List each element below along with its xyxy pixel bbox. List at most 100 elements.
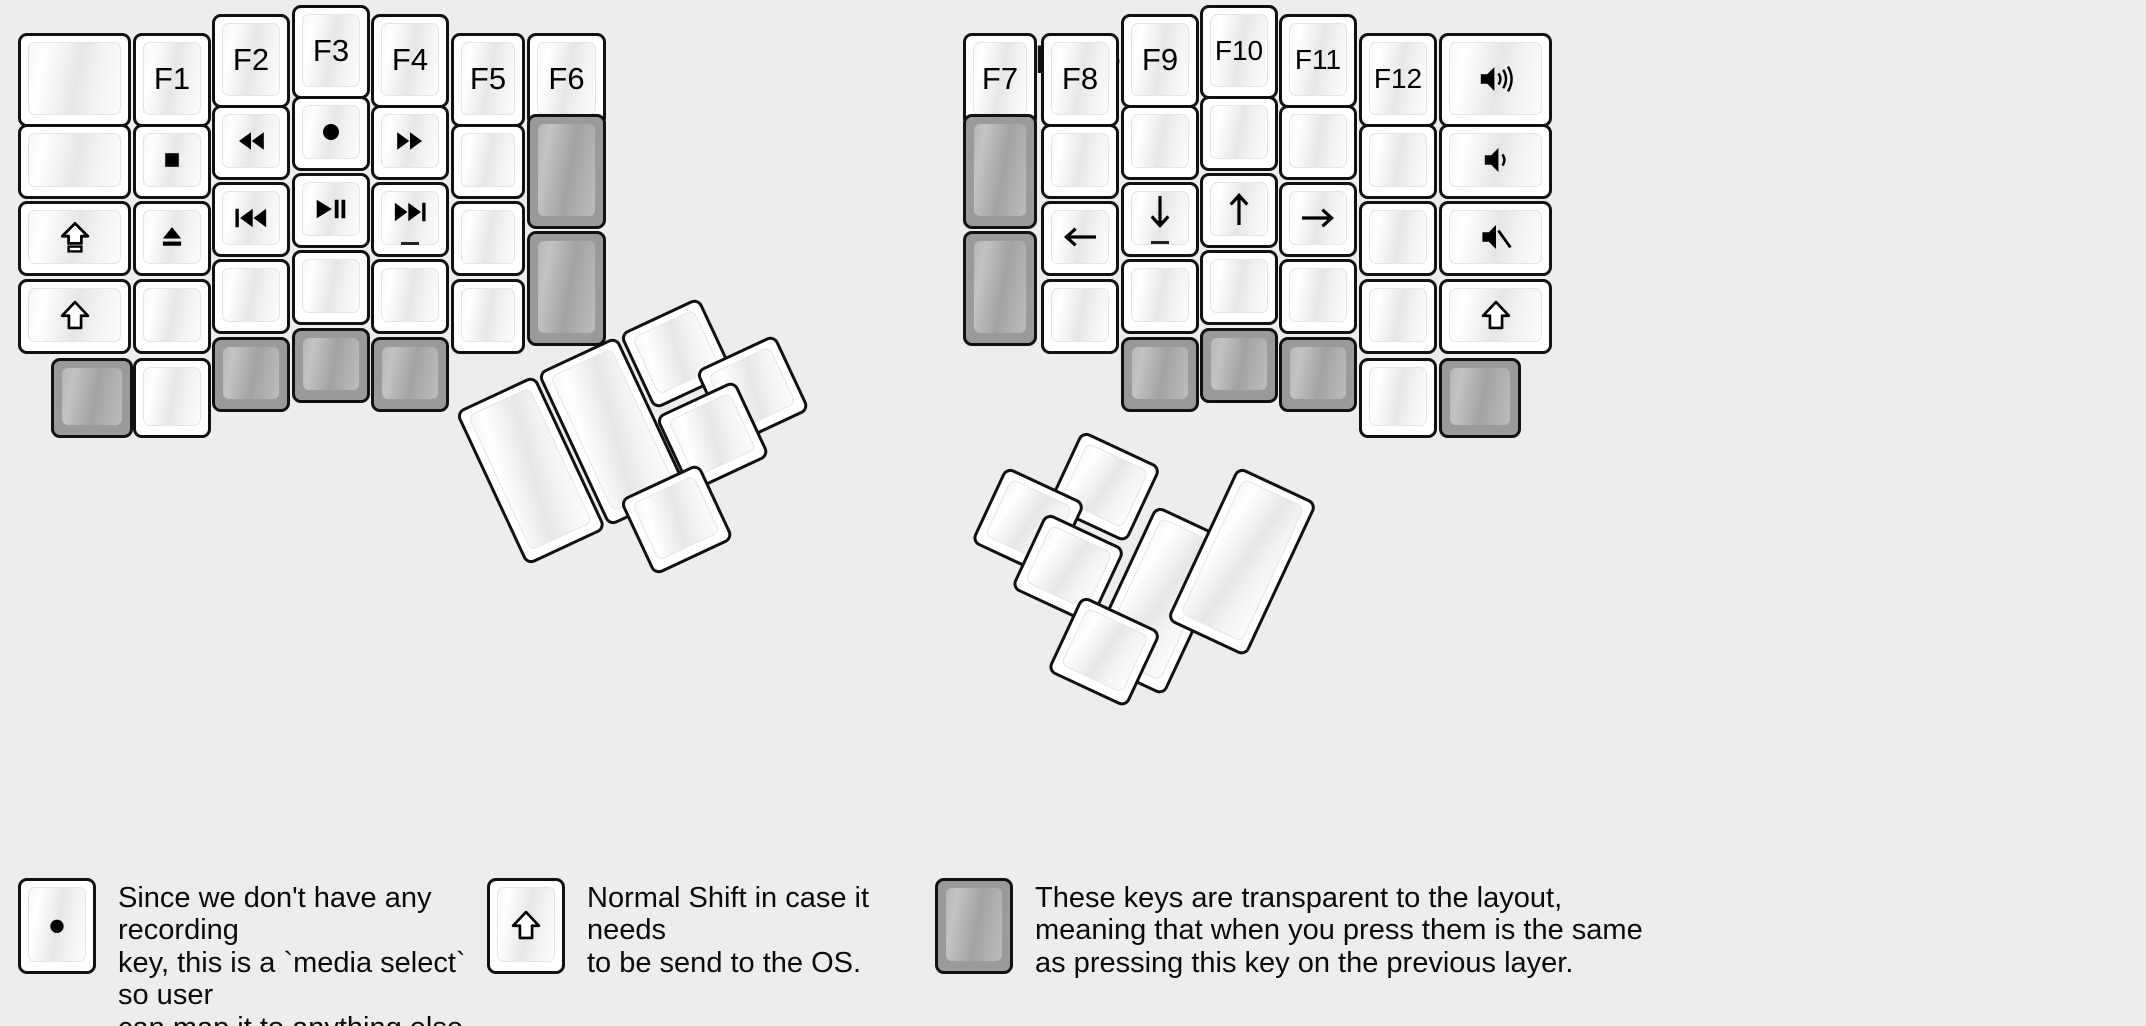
key-left-c3-r4-blank[interactable] [212,259,290,334]
key-left-c2-r2-stop[interactable] [133,124,211,199]
keycap-surface [1131,346,1189,400]
f2-key: F2 [232,42,270,77]
key-left-c6-r1-f5[interactable]: F5 [451,33,525,127]
key-right-c2-r1-f8[interactable]: F8 [1041,33,1119,127]
key-left-c2-r4-blank[interactable] [133,279,211,354]
f12-key: F12 [1373,62,1423,94]
key-right-c6-r4-blank[interactable] [1359,279,1437,354]
key-left-c7-r3-transparent[interactable] [527,231,606,346]
keycap-surface [667,392,757,479]
key-right-c4-r3-up[interactable] [1200,173,1278,248]
keycap-surface [1449,133,1542,187]
key-right-c5-r3-right[interactable] [1279,182,1357,257]
key-right-c4-r4-blank[interactable] [1200,250,1278,325]
f9-key: F9 [1141,42,1179,77]
key-right-c3-r2-blank[interactable] [1121,105,1199,180]
key-right-c7-r3-mute[interactable] [1439,201,1552,276]
key-right-c6-r5-blank[interactable] [1359,358,1437,438]
key-left-c6-r4-blank[interactable] [451,279,525,354]
key-right-c6-r3-blank[interactable] [1359,201,1437,276]
keycap-surface [1289,191,1347,245]
keycap-surface [1369,367,1427,426]
keycap-surface [497,887,555,962]
key-left-c1-r4-shift[interactable] [18,279,131,354]
key-left-c1-r2-blank[interactable] [18,124,131,199]
key-left-c6-r3-blank[interactable] [451,201,525,276]
keycap-surface [28,133,121,187]
key-right-c5-r5-transparent[interactable] [1279,337,1357,412]
key-right-c7-r2-volumedown[interactable] [1439,124,1552,199]
key-left-c4-r3-playpause[interactable] [292,173,370,248]
key-right-c4-r2-blank[interactable] [1200,96,1278,171]
legend-item-record-note: ●Since we don't have any recording key, … [18,878,478,1026]
keycap-surface [973,123,1027,217]
key-left-c2-r1-f1[interactable]: F1 [133,33,211,127]
key-right-c3-r3-down[interactable] [1121,182,1199,257]
key-left-c3-r2-rewind[interactable] [212,105,290,180]
key-left-c2-r3-eject[interactable] [133,201,211,276]
keycap-surface [143,210,201,264]
key-right-c3-r1-f9[interactable]: F9 [1121,14,1199,108]
key-left-c4-r2-record[interactable] [292,96,370,171]
key-left-c3-r5-transparent[interactable] [212,337,290,412]
legend: ●Since we don't have any recording key, … [0,878,2146,1026]
key-left-c5-r5-transparent[interactable] [371,337,449,412]
key-right-c6-r2-blank[interactable] [1359,124,1437,199]
keycap-surface [222,268,280,322]
key-right-c5-r4-blank[interactable] [1279,259,1357,334]
key-right-c1-r3-transparent[interactable] [963,231,1037,346]
key-right-c1-r2-transparent[interactable] [963,114,1037,229]
key-left-c4-r1-f3[interactable]: F3 [292,5,370,99]
key-right-c2-r4-blank[interactable] [1041,279,1119,354]
key-right-c1-r1-f7[interactable]: F7 [963,33,1037,127]
shift-arrow-icon [56,296,94,334]
key-right-c5-r1-f11[interactable]: F11 [1279,14,1357,108]
key-right-c5-r2-blank[interactable] [1279,105,1357,180]
keycap-surface [28,288,121,342]
record-icon: ● [47,907,67,942]
key-left-c6-r2-blank[interactable] [451,124,525,199]
key-left-c7-r1-f6[interactable]: F6 [527,33,606,127]
media-stop-icon [155,143,189,177]
keycap-surface [1131,114,1189,168]
keycap-surface: F3 [302,14,360,87]
key-right-c4-r5-transparent[interactable] [1200,328,1278,403]
key-right-c3-r5-transparent[interactable] [1121,337,1199,412]
key-right-c3-r4-blank[interactable] [1121,259,1199,334]
key-left-c2-r5-blank[interactable] [133,358,211,438]
key-left-c1-r3-capslock[interactable] [18,201,131,276]
legend-sample-key-shift-note[interactable] [487,878,565,974]
arrow-up-icon [1219,189,1259,229]
key-left-c7-r2-transparent[interactable] [527,114,606,229]
key-left-c3-r1-f2[interactable]: F2 [212,14,290,108]
keycap-surface: F11 [1289,23,1347,96]
media-eject-icon [153,218,191,256]
key-left-c5-r1-f4[interactable]: F4 [371,14,449,108]
legend-text-shift-note: Normal Shift in case it needs to be send… [587,882,870,979]
key-right-c6-r1-f12[interactable]: F12 [1359,33,1437,127]
key-left-c5-r3-nexttrack[interactable] [371,182,449,257]
key-left-c5-r4-blank[interactable] [371,259,449,334]
keycap-surface [461,210,515,264]
key-left-c4-r5-transparent[interactable] [292,328,370,403]
key-right-c2-r3-left[interactable] [1041,201,1119,276]
key-right-c2-r2-blank[interactable] [1041,124,1119,199]
key-left-c5-r2-fastforward[interactable] [371,105,449,180]
keycap-surface [461,288,515,342]
key-left-c1-r5-transparent[interactable] [51,358,133,438]
keycap-surface [302,182,360,236]
key-left-c4-r4-blank[interactable] [292,250,370,325]
legend-sample-key-transparent-note[interactable] [935,878,1013,974]
keycap-surface: F5 [461,42,515,115]
key-right-c7-r4-shift[interactable] [1439,279,1552,354]
legend-sample-key-record-note[interactable]: ● [18,878,96,974]
key-right-c7-r1-volumeup[interactable] [1439,33,1552,127]
key-left-c1-r1-blank[interactable] [18,33,131,127]
shift-arrow-icon [1477,296,1515,334]
key-right-c4-r1-f10[interactable]: F10 [1200,5,1278,99]
keycap-surface [1289,114,1347,168]
keycap-surface [28,210,121,264]
keycap-surface: F7 [973,42,1027,115]
key-right-c7-r5-transparent[interactable] [1439,358,1521,438]
key-left-c3-r3-prevtrack[interactable] [212,182,290,257]
